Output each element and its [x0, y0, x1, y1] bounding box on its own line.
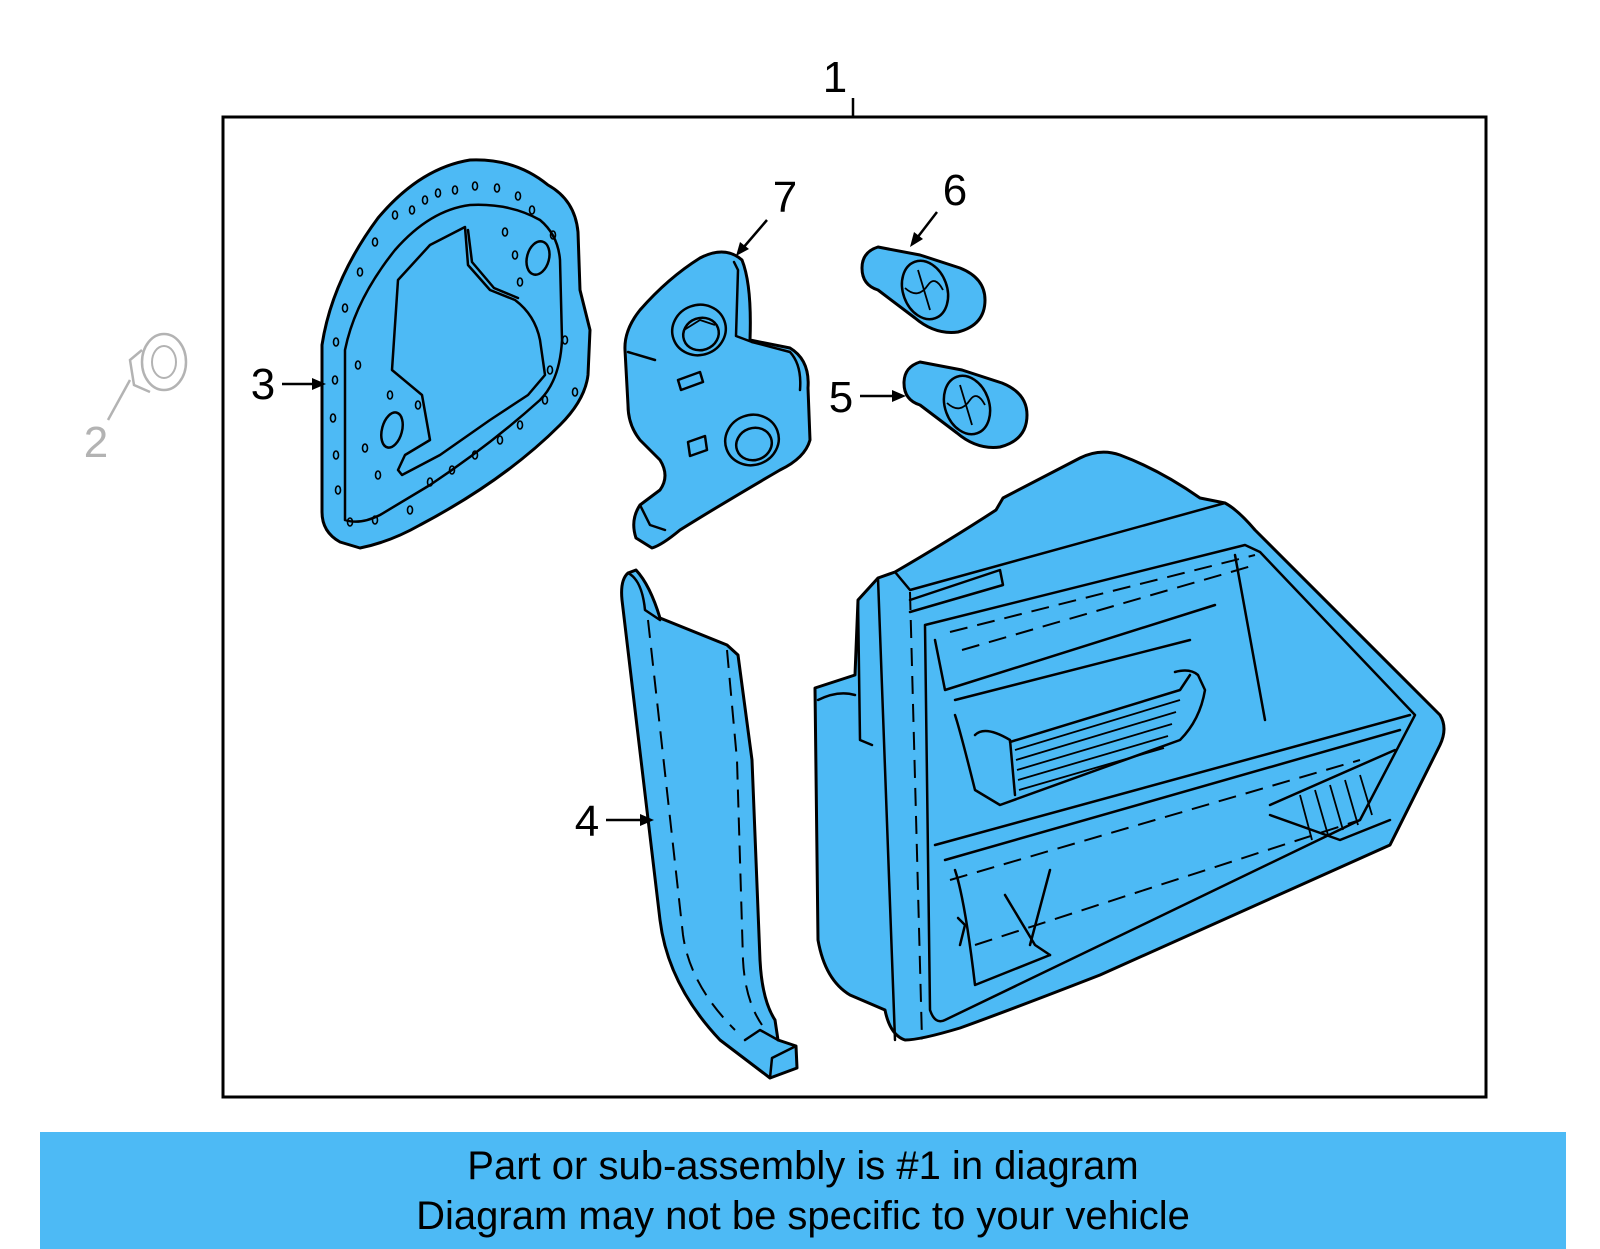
callout-3: 3 [251, 360, 275, 409]
callout-6-arrow [910, 211, 938, 247]
callout-4: 4 [575, 797, 599, 846]
assembly-frame [221, 115, 1488, 1099]
part-4-trim-panel [620, 568, 799, 1080]
callout-2-leader [106, 379, 132, 421]
part-1-tail-lamp-assembly [813, 450, 1446, 1042]
callout-3-arrow [282, 378, 326, 390]
callout-2: 2 [84, 418, 108, 467]
callout-7: 7 [773, 173, 797, 222]
banner-line-1: Part or sub-assembly is #1 in diagram [467, 1144, 1139, 1188]
banner-line-2: Diagram may not be specific to your vehi… [416, 1194, 1190, 1238]
part-3-gasket [320, 158, 592, 550]
callout-5-arrow [860, 390, 906, 402]
callout-5: 5 [829, 373, 853, 422]
disclaimer-banner: Part or sub-assembly is #1 in diagram Di… [40, 1132, 1566, 1249]
part-5-bulb-icon [902, 360, 1029, 449]
part-7-socket-plate [623, 250, 812, 550]
callout-4-arrow [606, 814, 654, 826]
part-6-bulb-icon [860, 245, 987, 334]
callout-6: 6 [943, 166, 967, 215]
callout-1: 1 [823, 53, 847, 102]
callout-7-arrow [736, 219, 768, 256]
part-2-nut-icon [128, 332, 188, 394]
